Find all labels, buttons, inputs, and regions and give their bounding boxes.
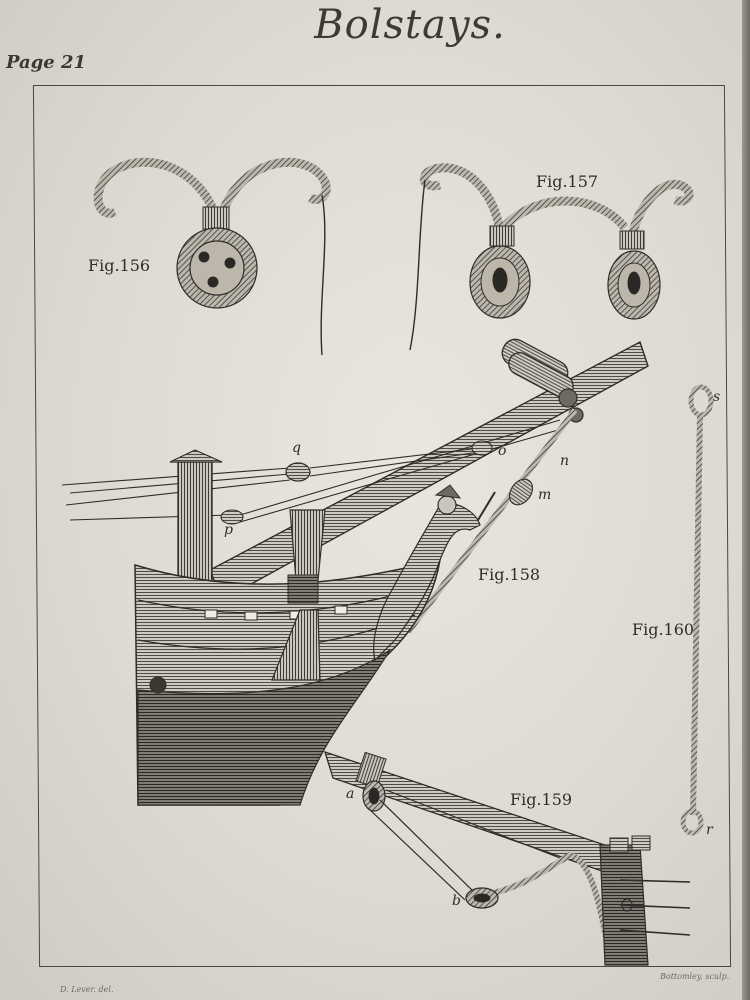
- fig160-drawing: [680, 384, 714, 836]
- credit-artist: D. Lever. del.: [60, 985, 114, 994]
- fig156-drawing: [93, 157, 331, 356]
- fig157-drawing: [409, 163, 694, 351]
- credit-engraver: Bottomley. sculp.: [660, 972, 730, 981]
- fig160-label: Fig.160: [632, 620, 695, 639]
- letter-b: b: [452, 893, 461, 909]
- fig158-drawing: [61, 338, 649, 806]
- letter-o: o: [498, 443, 507, 459]
- letter-q: q: [292, 440, 301, 456]
- fig157-label: Fig.157: [536, 172, 599, 191]
- page-title: Bolstays.: [314, 2, 506, 48]
- page-number: Page 21: [6, 52, 87, 73]
- fig156-label: Fig.156: [88, 256, 151, 275]
- fig159-drawing: [324, 750, 691, 966]
- fig158-label: Fig.158: [478, 565, 541, 584]
- letter-m: m: [538, 487, 552, 503]
- page-edge-shadow: [742, 0, 750, 1000]
- letter-n: n: [560, 453, 570, 469]
- fig159-label: Fig.159: [510, 790, 573, 809]
- letter-p: p: [224, 522, 233, 538]
- letter-r: r: [706, 822, 713, 838]
- letter-a: a: [346, 786, 355, 802]
- letter-s: s: [713, 389, 721, 405]
